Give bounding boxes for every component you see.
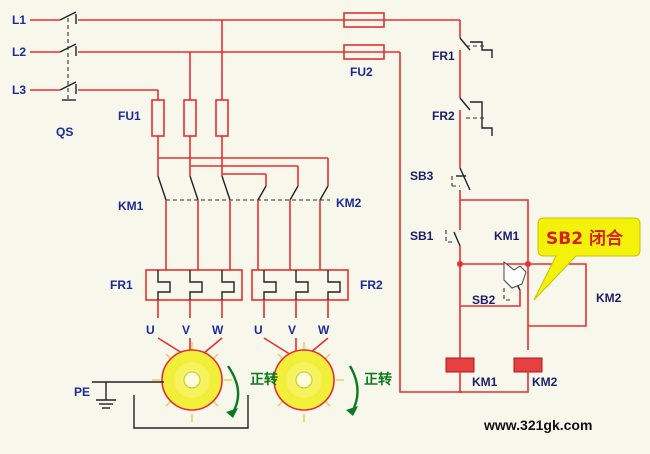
label-coil-km2: KM2 [532, 375, 558, 389]
label-v1: V [182, 323, 190, 337]
label-u2: U [254, 323, 263, 337]
label-sb2: SB2 [472, 293, 496, 307]
ground-pe [92, 381, 249, 429]
label-sb3: SB3 [410, 169, 434, 183]
label-w2: W [318, 323, 330, 337]
contactors-main [157, 175, 330, 270]
label-fr1-main: FR1 [110, 278, 133, 292]
rotation-arrowhead-right-icon [346, 406, 358, 416]
rotation-label-left: 正转 [250, 371, 278, 388]
label-fr2-main: FR2 [360, 278, 383, 292]
control-circuit [343, 12, 587, 393]
label-fu1: FU1 [118, 109, 141, 123]
label-ctrl-fr2: FR2 [432, 109, 455, 123]
thermal-relays [145, 269, 349, 359]
rotation-arrow-left-icon [227, 365, 240, 415]
motor-right [264, 342, 344, 422]
label-u1: U [146, 323, 155, 337]
label-v2: V [288, 323, 296, 337]
motor-left [152, 342, 232, 422]
label-km1-main: KM1 [118, 199, 144, 213]
watermark: www.321gk.com [483, 417, 592, 433]
label-l1: L1 [12, 13, 26, 27]
label-coil-km1: KM1 [472, 375, 498, 389]
label-ctrl-km1: KM1 [494, 229, 520, 243]
label-l3: L3 [12, 83, 26, 97]
fu1-fuses [151, 20, 329, 186]
label-km2-main: KM2 [336, 196, 362, 210]
rotation-arrow-right-icon [348, 365, 359, 413]
callout-bubble [533, 217, 641, 301]
supply-lines [30, 11, 460, 101]
label-sb1: SB1 [410, 229, 434, 243]
label-l2: L2 [12, 45, 26, 59]
rotation-arrowhead-left-icon [226, 408, 238, 418]
label-fu2: FU2 [350, 65, 373, 79]
label-w1: W [212, 323, 224, 337]
callout-text: SB2 闭合 [546, 228, 624, 249]
pointing-hand-icon [503, 260, 527, 289]
label-ctrl-km2: KM2 [596, 291, 622, 305]
label-qs: QS [56, 125, 73, 139]
rotation-label-right: 正转 [364, 371, 392, 388]
label-pe: PE [74, 385, 90, 399]
label-ctrl-fr1: FR1 [432, 49, 455, 63]
